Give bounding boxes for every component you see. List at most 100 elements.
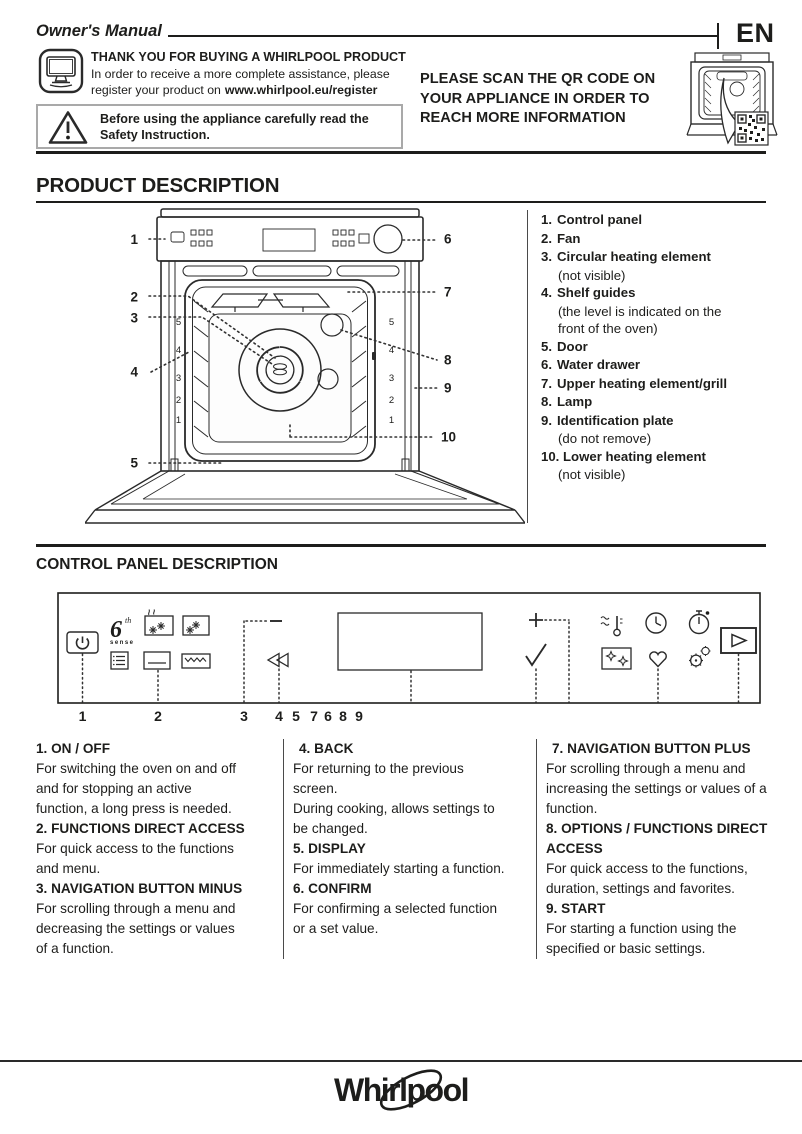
part-item: 1.Control panel [541,212,642,227]
control-panel-drawing: 6 th sense [57,592,761,724]
oven-control-panel [156,216,424,262]
panel-callout-numbers: 1 2 3 4 5 7 6 8 9 [79,708,364,724]
qr-notice: PLEASE SCAN THE QR CODE ON YOUR APPLIANC… [420,71,656,126]
qr-code [734,111,769,146]
footer-rule [0,1060,802,1062]
confirm-check-icon [525,643,547,667]
btn-title-navigation-minus: 3. NAVIGATION BUTTON MINUS [36,881,243,896]
callout-9: 9 [444,381,452,396]
svg-text:9: 9 [355,708,363,724]
favorites-heart-icon [649,651,667,668]
svg-text:1: 1 [389,415,394,426]
oven-door [85,458,525,524]
callout-7: 7 [444,285,452,300]
shelf-level-numbers: 5 4 3 2 1 5 4 3 2 1 [176,317,394,426]
section-rule-top [36,151,766,155]
menu-icon [110,651,129,670]
button-desc-col-3: 7. NAVIGATION BUTTON PLUS For scrolling … [536,739,790,959]
svg-text:6: 6 [110,617,122,643]
cavity-circle-detail [317,368,339,390]
steam-icon [182,615,210,636]
part-item: 2.Fan [541,230,581,246]
warning-triangle-icon [48,111,88,144]
power-icon [66,631,99,654]
button-descriptions: 1. ON / OFF For switching the oven on an… [36,739,790,959]
oven-cavity [184,279,376,462]
back-icon [266,652,289,668]
part-item: 6.Water drawer [541,357,641,372]
cavity-hatch [704,73,760,113]
defrost-icon [144,609,174,636]
shelf-guides-left [193,300,209,438]
svg-text:4: 4 [275,708,283,724]
part-item: 8.Lamp [541,394,593,409]
panel-leader-lines [81,619,740,703]
language-code: EN [736,18,775,48]
part-item: 9.Identification plate (do not remove) [541,412,674,447]
identification-plate-mark [372,352,376,360]
clean-icon [601,647,632,670]
svg-text:5: 5 [292,708,300,724]
callout-6: 6 [444,232,452,247]
button-desc-col-2: 4. BACK For returning to the previous sc… [283,739,536,959]
register-line-1: In order to receive a more complete assi… [91,67,390,81]
svg-text:2: 2 [154,708,162,724]
callout-3: 3 [130,311,138,326]
part-item: 3.Circular heating element (not visible) [541,249,711,283]
svg-text:8: 8 [339,708,347,724]
button-desc-col-1: 1. ON / OFF For switching the oven on an… [36,739,283,959]
panel-outline [57,592,761,704]
svg-text:3: 3 [176,373,181,384]
shelf-guides-right [351,300,367,438]
diagram-leader-lines [148,238,438,464]
timer-icon [688,610,710,635]
btn-title-options: 8. OPTIONS / FUNCTIONS DIRECT ACCESS [546,821,768,856]
brand-swirl [379,1069,443,1111]
btn-title-navigation-plus: 7. NAVIGATION BUTTON PLUS [552,741,751,756]
svg-text:th: th [125,616,131,625]
grill-element [210,293,331,312]
callout-10: 10 [441,430,456,445]
header-rule [168,35,717,37]
register-computer-icon [38,48,84,94]
fan [238,328,322,412]
part-item: 5.Door [541,338,588,354]
oven-qr-icon [686,52,778,146]
probe-thermometer-icon [600,616,623,637]
btn-title-functions-direct-access: 2. FUNCTIONS DIRECT ACCESS [36,821,245,836]
plus-icon [529,613,543,627]
control-panel-title: CONTROL PANEL DESCRIPTION [36,556,278,573]
svg-text:1: 1 [79,708,87,724]
svg-text:3: 3 [240,708,248,724]
parts-list-divider [527,210,529,523]
cavity-back-panel [208,313,352,443]
sixth-sense-logo: 6 th sense [110,616,135,646]
callout-4: 4 [130,365,138,380]
oven-icon [143,651,171,670]
header-rule-tick [717,23,719,49]
oven-diagram: 1 2 3 4 5 6 7 8 9 10 5 4 3 2 1 5 4 3 2 1 [85,208,525,524]
svg-text:4: 4 [176,345,181,356]
svg-text:sense: sense [110,640,135,646]
part-item: 4.Shelf guides (the level is indicated o… [541,285,722,336]
part-item: 7.Upper heating element/grill [541,375,728,391]
oven-top-strip [160,208,420,218]
doc-type-title: Owner's Manual [36,22,162,40]
svg-text:5: 5 [176,317,181,328]
svg-text:2: 2 [176,395,181,406]
btn-title-confirm: 6. CONFIRM [293,881,372,896]
clock-icon [645,612,667,634]
btn-title-back: 4. BACK [299,741,354,756]
product-description-title: PRODUCT DESCRIPTION [36,174,280,197]
svg-text:7: 7 [310,708,318,724]
callout-2: 2 [130,290,138,305]
grill-icon [181,653,211,669]
water-drawer-knob [373,224,403,254]
svg-text:4: 4 [389,345,394,356]
settings-gears-icon [689,646,711,668]
lamp [320,313,344,337]
callout-8: 8 [444,353,452,368]
svg-text:3: 3 [389,373,394,384]
